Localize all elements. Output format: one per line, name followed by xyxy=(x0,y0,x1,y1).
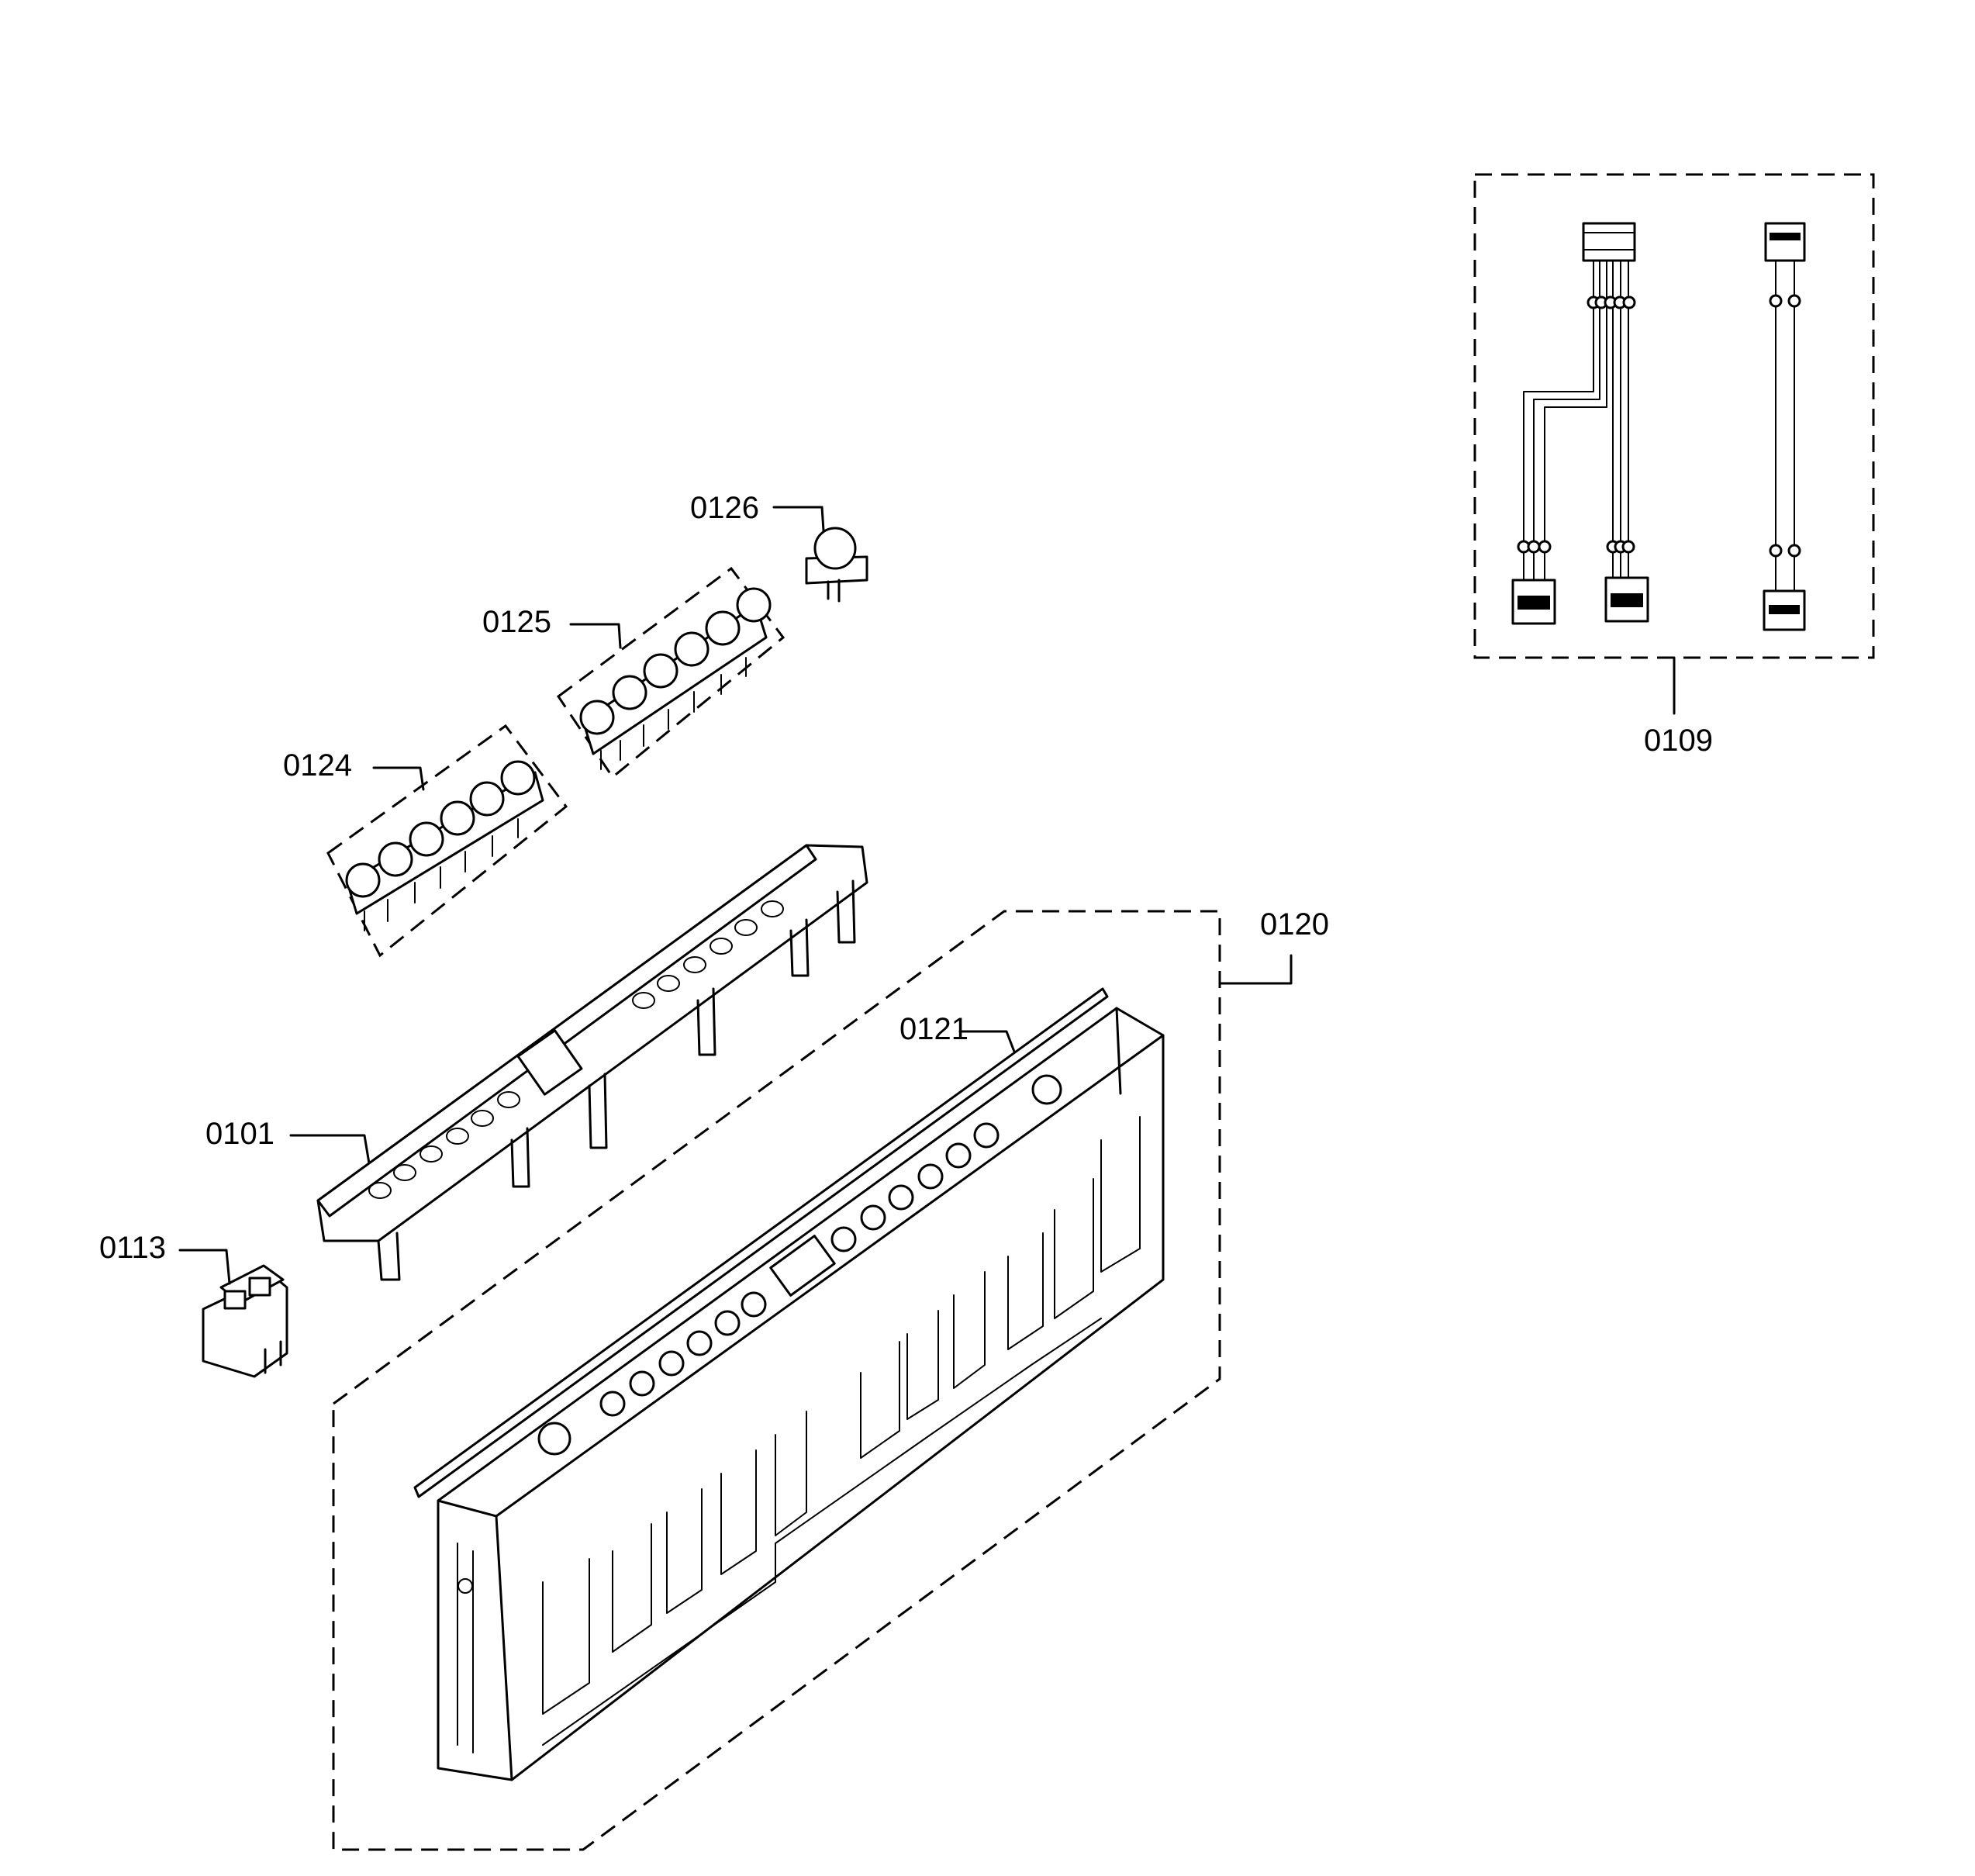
button-carrier-0101 xyxy=(289,844,868,1281)
harness-b-top-connector xyxy=(1764,222,1806,262)
harness-a-beads xyxy=(1517,295,1636,554)
housing-ribs xyxy=(542,1116,1141,1715)
leader-0120 xyxy=(1218,954,1293,985)
label-0113: 0113 xyxy=(99,1231,166,1265)
carrier-button-seats xyxy=(368,900,784,1199)
leader-0125 xyxy=(569,623,622,649)
wiring-harness-kit xyxy=(1473,173,1875,715)
button-set-0125 xyxy=(556,566,786,779)
control-module-0120 xyxy=(332,910,1293,1851)
leader-0121 xyxy=(958,1030,1016,1053)
label-0109: 0109 xyxy=(1644,724,1713,758)
leader-0124 xyxy=(372,766,425,791)
housing-control-holes xyxy=(537,1074,1062,1456)
control-module-boundary xyxy=(332,910,1221,1851)
label-0101: 0101 xyxy=(205,1117,274,1151)
leader-0101 xyxy=(289,1134,371,1165)
harness-a-top-connector xyxy=(1582,222,1636,262)
single-button-0126 xyxy=(772,506,868,603)
cover-strip-0121 xyxy=(413,987,1109,1498)
button-set-0124 xyxy=(326,724,568,958)
label-0125: 0125 xyxy=(482,605,551,639)
display-window xyxy=(769,1235,836,1297)
label-0124: 0124 xyxy=(283,748,352,783)
terminal-block-0113 xyxy=(178,1249,288,1378)
part-labels: 0126 0125 0124 0109 0120 0121 0101 0113 xyxy=(99,491,1713,1265)
label-0121: 0121 xyxy=(899,1012,969,1046)
label-0120: 0120 xyxy=(1260,907,1329,941)
leader-0113 xyxy=(178,1249,231,1285)
button-set-0125-caps xyxy=(579,587,772,735)
label-0126: 0126 xyxy=(690,491,759,525)
button-set-0124-caps xyxy=(345,760,536,898)
button-set-0124-boundary xyxy=(326,724,568,958)
